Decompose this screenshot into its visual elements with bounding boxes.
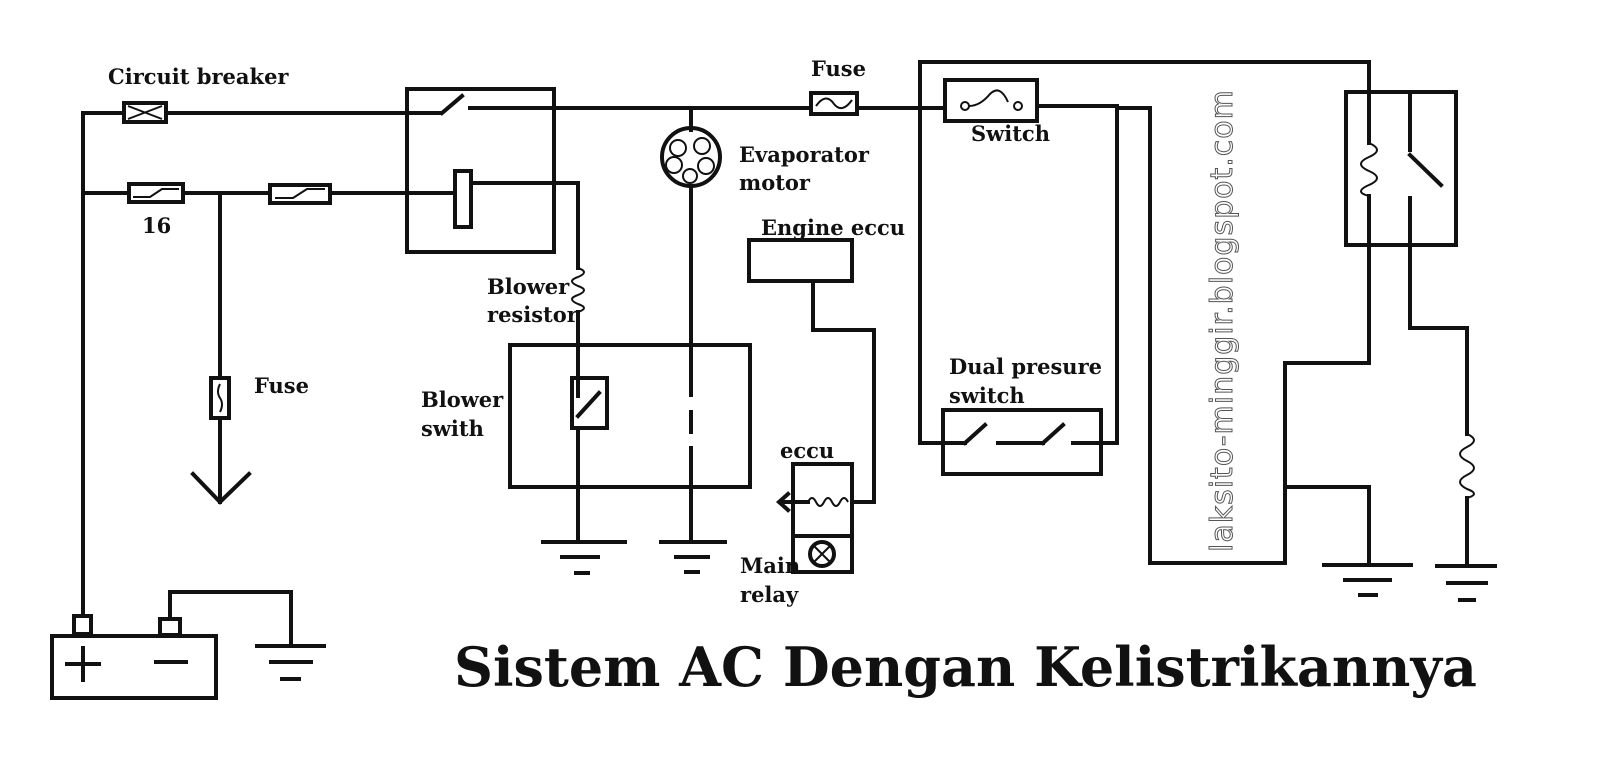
ground-symbol-right-1 bbox=[1322, 563, 1413, 597]
blower-relay bbox=[405, 87, 580, 270]
main-relay-label-1: Main bbox=[740, 553, 800, 578]
main-relay-label-2: relay bbox=[740, 582, 799, 607]
watermark: laksito-minggir.blogspot.com bbox=[1205, 89, 1240, 552]
dual-pressure-label-2: switch bbox=[949, 383, 1025, 408]
ground-symbol-right-2 bbox=[1435, 564, 1497, 602]
blower-switch-label-1: Blower bbox=[421, 387, 504, 412]
clutch-relay bbox=[1344, 90, 1458, 247]
blower-resistor-label-1: Blower bbox=[487, 274, 570, 299]
return-wire bbox=[1115, 106, 1371, 565]
fuse-left bbox=[209, 376, 231, 420]
evaporator-motor bbox=[660, 126, 722, 188]
engine-eccu-label: Engine eccu bbox=[761, 215, 905, 240]
fuse-inline bbox=[268, 183, 332, 205]
battery-ground-wire bbox=[168, 590, 293, 648]
fuse-number-label: 16 bbox=[142, 213, 171, 238]
circuit-breaker bbox=[122, 101, 168, 124]
dual-pressure-switch bbox=[941, 408, 1103, 476]
ground-symbol-blower bbox=[541, 540, 627, 575]
fuse-top bbox=[809, 91, 859, 116]
ground-symbol-motor bbox=[659, 540, 727, 574]
loop-wire-left bbox=[918, 106, 947, 445]
diagram-title: Sistem AC Dengan Kelistrikannya bbox=[454, 635, 1477, 699]
loop-wire-outer bbox=[918, 60, 1371, 110]
fuse-left-label: Fuse bbox=[254, 373, 309, 398]
blower-resistor-label-2: resistor bbox=[487, 302, 579, 327]
switch-output-wire bbox=[1035, 104, 1119, 445]
dual-pressure-label-1: Dual presure bbox=[949, 354, 1102, 379]
circuit-breaker-label: Circuit breaker bbox=[108, 64, 289, 89]
main-feed-wire bbox=[81, 111, 126, 616]
evaporator-label-2: motor bbox=[739, 170, 811, 195]
fuse-16 bbox=[127, 182, 185, 204]
right-ground-wire bbox=[1283, 485, 1371, 567]
arrow-symbol bbox=[190, 471, 252, 505]
fuse-top-label: Fuse bbox=[811, 56, 866, 81]
engine-eccu bbox=[747, 238, 876, 504]
evaporator-label-1: Evaporator bbox=[739, 142, 870, 167]
ac-switch bbox=[943, 78, 1039, 123]
blower-switch-label-2: swith bbox=[421, 416, 484, 441]
relay-to-load-wire bbox=[1408, 208, 1469, 436]
blower-switch bbox=[508, 343, 752, 542]
switch-label: Switch bbox=[971, 121, 1050, 146]
eccu-label: eccu bbox=[780, 438, 834, 463]
main-relay bbox=[775, 462, 854, 574]
ground-symbol bbox=[255, 644, 326, 681]
clutch-coil bbox=[1459, 433, 1475, 568]
battery bbox=[50, 614, 218, 700]
